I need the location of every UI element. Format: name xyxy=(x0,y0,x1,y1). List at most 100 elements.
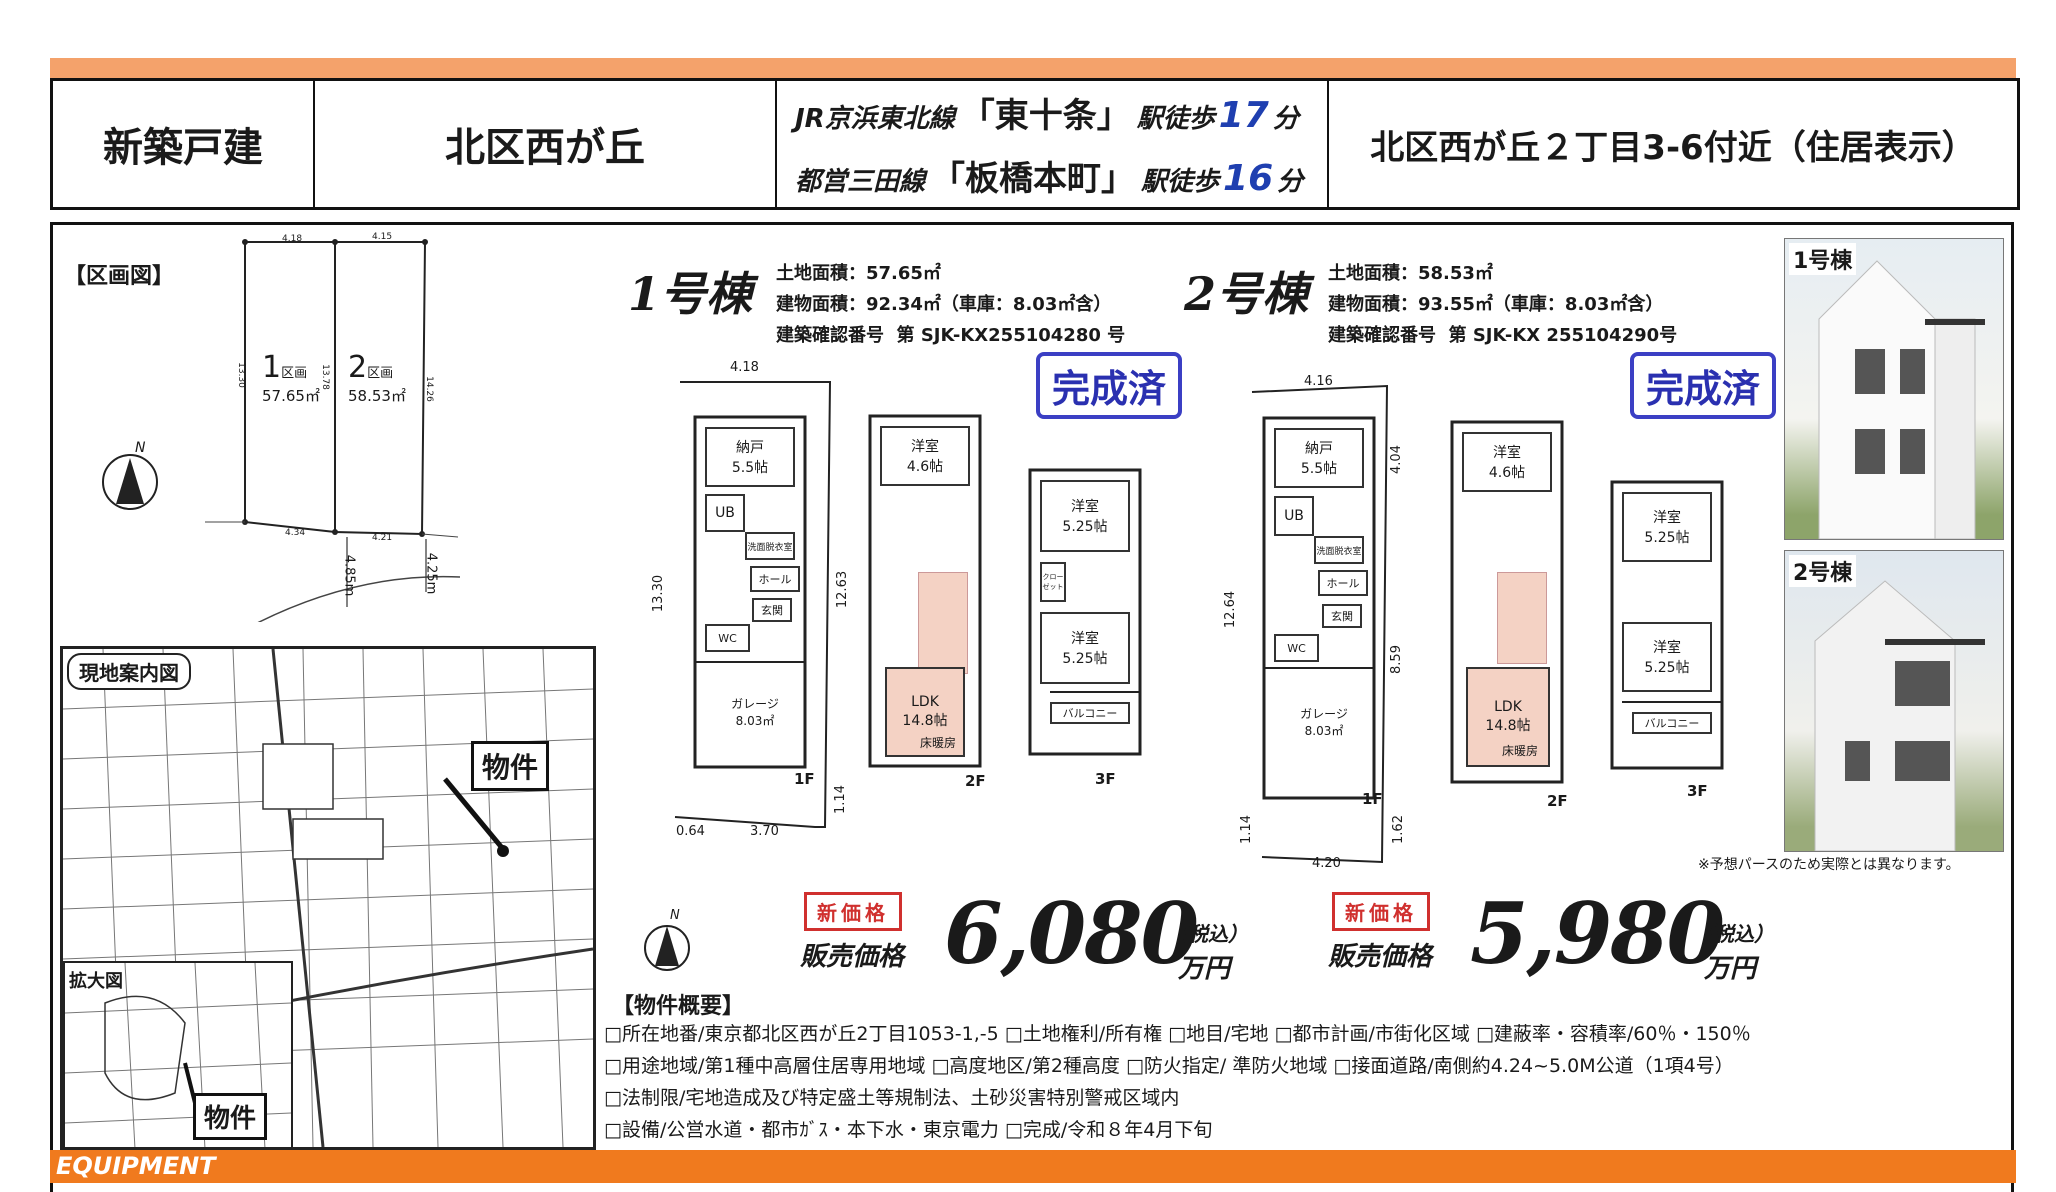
station-1-walk: 駅徒歩 xyxy=(1136,104,1215,134)
price-2-new-badge: 新価格 xyxy=(1332,892,1430,931)
b2-dim-corner2: 1.62 xyxy=(1390,815,1406,844)
price-1-tax: （税込） xyxy=(1168,922,1248,946)
summary-line-4: □設備/公営水道・都市ｶﾞｽ・本下水・東京電力 □完成/令和８年4月下旬 xyxy=(604,1119,1213,1141)
b2-floor-1f: 1F xyxy=(1362,790,1383,808)
price-1-unit: 万円 xyxy=(1178,954,1231,984)
b2-room-wc: WC xyxy=(1274,634,1319,662)
b2-floorheat-label: 床暖房 xyxy=(1502,744,1539,758)
price-1-value: 6,080 xyxy=(944,884,1199,983)
lot-2-suffix: 区画 xyxy=(367,366,394,381)
b1-floor-1f: 1F xyxy=(794,770,815,788)
building-2-floor: 93.55㎡（車庫：8.03㎡含） xyxy=(1418,294,1664,315)
building-1-photo: 1号棟 xyxy=(1784,238,2004,540)
building-2-floor-plan: 4.16 12.64 4.04 8.59 4.20 1.14 1.62 納戸 5… xyxy=(1222,372,1742,872)
building-1-land-label: 土地面積： xyxy=(776,263,866,284)
lot-plan-diagram xyxy=(205,239,460,622)
b2-room-2f-western: 洋室 4.6帖 xyxy=(1462,432,1552,492)
building-1-cert: 第 SJK-KX255104280 号 xyxy=(896,325,1126,346)
building-1-floor: 92.34㎡（車庫：8.03㎡含） xyxy=(866,294,1112,315)
b1-room-storage: 納戸 5.5帖 xyxy=(705,427,795,487)
price-1-label: 販売価格 xyxy=(800,942,905,972)
lot-dim-top1: 4.18 xyxy=(282,234,303,244)
lot-dim-right: 14.26 xyxy=(423,376,434,402)
building-2-plan-lines xyxy=(1251,384,1724,864)
lot-dim-top2: 4.15 xyxy=(372,232,393,242)
b1-dim-left: 13.30 xyxy=(651,574,667,613)
building-2-specs: 土地面積：58.53㎡ 建物面積：93.55㎡（車庫：8.03㎡含） 建築確認番… xyxy=(1328,258,1677,351)
building-2-land-label: 土地面積： xyxy=(1328,263,1418,284)
lot-1-num: 1 xyxy=(262,350,282,385)
b1-room-garage: ガレージ 8.03㎡ xyxy=(715,672,795,752)
b1-2f-floorheat-zone xyxy=(918,572,968,674)
b2-room-3f-western-2: 洋室 5.25帖 xyxy=(1622,622,1712,692)
photo-disclaimer: ※予想パースのため実際とは異なります。 xyxy=(1698,857,1960,873)
b1-room-ldk: LDK 14.8帖 xyxy=(885,667,965,757)
building-1-illustration xyxy=(1818,260,1985,539)
lot-dim-bot1: 4.34 xyxy=(285,528,306,538)
b1-room-wash: 洗面脱衣室 xyxy=(745,532,795,560)
building-2-title: 2号棟 xyxy=(1184,267,1309,321)
building-1-status-badge: 完成済 xyxy=(1036,352,1183,419)
area-name: 北区西が丘 xyxy=(315,81,777,207)
lot-2-num: 2 xyxy=(348,350,368,385)
b2-dim-top: 4.16 xyxy=(1304,374,1333,389)
b1-room-closet: クローゼット xyxy=(1040,562,1066,602)
b1-room-hall: ホール xyxy=(750,566,800,592)
b1-dim-bot1: 0.64 xyxy=(676,824,705,839)
north-compass-icon: N xyxy=(100,440,160,512)
building-1-cert-label: 建築確認番号 xyxy=(776,325,884,346)
north-compass-icon-2: N xyxy=(642,908,692,972)
lot-1-suffix: 区画 xyxy=(281,366,308,381)
station-1-minutes: 17 xyxy=(1218,95,1269,136)
building-1-title: 1号棟 xyxy=(628,267,753,321)
price-2-value: 5,980 xyxy=(1470,884,1725,983)
location-map: 現地案内図 物件 拡大図 物件 xyxy=(60,646,596,1150)
zoom-map-property-marker: 物件 xyxy=(193,1093,268,1140)
b2-dim-mid: 8.59 xyxy=(1388,645,1404,674)
map-title: 現地案内図 xyxy=(67,653,191,690)
building-1-land: 57.65㎡ xyxy=(866,263,941,284)
building-1-plan-lines xyxy=(674,381,1142,828)
b2-room-balcony: バルコニー xyxy=(1632,712,1712,734)
b1-dim-bot2: 3.70 xyxy=(750,824,779,839)
station-1-unit: 分 xyxy=(1272,104,1299,134)
station-1-line: JR京浜東北線 xyxy=(795,104,955,134)
b2-room-hall: ホール xyxy=(1318,570,1368,596)
map-property-marker: 物件 xyxy=(471,741,550,791)
top-accent-bar xyxy=(50,58,2016,78)
b1-room-2f-western: 洋室 4.6帖 xyxy=(880,426,970,486)
b2-room-ldk: LDK 14.8帖 xyxy=(1466,667,1550,767)
price-2-tax: （税込） xyxy=(1694,922,1774,946)
b1-room-3f-western-2: 洋室 5.25帖 xyxy=(1040,612,1130,684)
lot-dim-bot2: 4.21 xyxy=(372,533,393,543)
b2-dim-left: 12.64 xyxy=(1223,590,1239,629)
b1-floor-2f: 2F xyxy=(965,772,986,790)
summary-lines: □所在地番/東京都北区西が丘2丁目1053-1,-5 □土地権利/所有権 □地目… xyxy=(604,1018,1751,1146)
building-2-photo-tag: 2号棟 xyxy=(1789,555,1857,587)
summary-line-2: □用途地域/第1種中高層住居専用地域 □高度地区/第2種高度 □防火指定/ 準防… xyxy=(604,1055,1734,1077)
building-1-floor-label: 建物面積： xyxy=(776,294,866,315)
b1-room-balcony: バルコニー xyxy=(1050,702,1130,724)
building-2-illustration xyxy=(1814,580,1985,851)
zoom-map: 拡大図 物件 xyxy=(63,961,293,1147)
b2-room-ub: UB xyxy=(1274,496,1314,536)
equipment-bar: EQUIPMENT xyxy=(50,1150,2016,1183)
building-2-cert-label: 建築確認番号 xyxy=(1328,325,1436,346)
b2-floor-3f: 3F xyxy=(1687,782,1708,800)
building-1-photo-tag: 1号棟 xyxy=(1789,243,1857,275)
lot-1-area: 57.65㎡ xyxy=(262,387,320,405)
summary-line-1: □所在地番/東京都北区西が丘2丁目1053-1,-5 □土地権利/所有権 □地目… xyxy=(604,1023,1751,1045)
zoom-map-title: 拡大図 xyxy=(69,967,123,993)
road-width-1: 4.85m xyxy=(341,554,357,597)
b1-dim-top: 4.18 xyxy=(730,360,759,375)
lot-plan-label: 【区画図】 xyxy=(64,264,175,289)
b1-floor-3f: 3F xyxy=(1095,770,1116,788)
lot-1-label: 1区画 57.65㎡ xyxy=(262,350,320,406)
b2-room-3f-western-1: 洋室 5.25帖 xyxy=(1622,492,1712,562)
road-width-2: 4.25m xyxy=(423,552,439,595)
lot-2-area: 58.53㎡ xyxy=(348,387,406,405)
compass-n-label: N xyxy=(135,440,146,456)
building-2-floor-label: 建物面積： xyxy=(1328,294,1418,315)
